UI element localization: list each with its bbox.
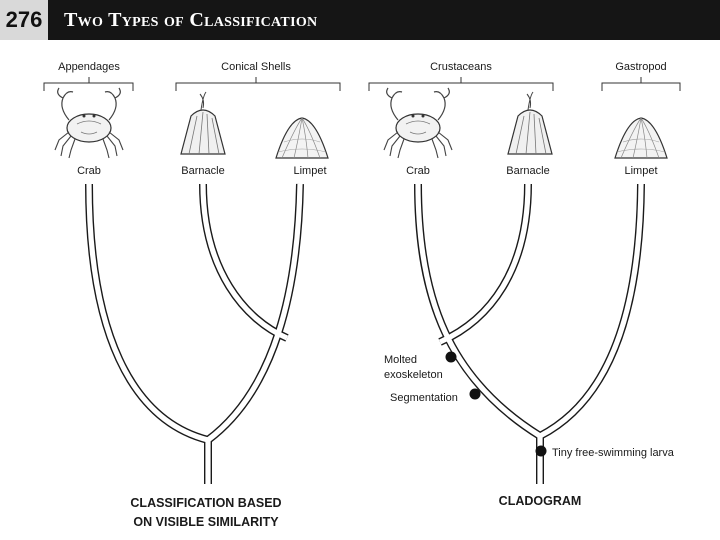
group-label-crustaceans: Crustaceans	[430, 61, 492, 73]
group-label-conical-shells: Conical Shells	[221, 61, 291, 73]
barnacle-icon	[507, 91, 553, 155]
bracket-conical-shells	[175, 77, 341, 91]
organism-label-limpet: Limpet	[293, 165, 326, 177]
crab-icon	[383, 87, 453, 159]
group-label-gastropod: Gastropod	[615, 61, 666, 73]
organism-label-barnacle: Barnacle	[181, 165, 224, 177]
limpet-icon	[614, 117, 668, 159]
left-tree-branches	[85, 183, 304, 484]
group-label-appendages: Appendages	[58, 61, 120, 73]
trait-label-molted-line1: Molted	[384, 354, 417, 366]
header-bar: 276 Two Types of Classification	[0, 0, 720, 40]
bracket-crustaceans	[368, 77, 554, 91]
trait-dot-icon	[445, 351, 457, 363]
bracket-appendages	[43, 77, 134, 91]
right-caption: CLADOGRAM	[499, 494, 582, 508]
limpet-icon	[275, 117, 329, 159]
trait-dot-icon	[535, 445, 547, 457]
trait-label-larva: Tiny free-swimming larva	[552, 447, 675, 459]
trait-label-segmentation: Segmentation	[390, 392, 458, 404]
trait-label-molted-line2: exoskeleton	[384, 369, 443, 381]
organism-label-barnacle-right: Barnacle	[506, 165, 549, 177]
organism-label-crab: Crab	[77, 165, 101, 177]
barnacle-icon	[180, 91, 226, 155]
trait-dot-icon	[469, 388, 481, 400]
organism-label-limpet-right: Limpet	[624, 165, 657, 177]
organism-label-crab-right: Crab	[406, 165, 430, 177]
left-caption-line1: CLASSIFICATION BASED	[130, 496, 281, 510]
left-caption-line2: ON VISIBLE SIMILARITY	[133, 515, 279, 529]
crab-icon	[54, 87, 124, 159]
bracket-gastropod	[601, 77, 681, 91]
page-title: Two Types of Classification	[64, 9, 318, 31]
cladogram-branches	[414, 183, 645, 484]
page-number: 276	[0, 0, 48, 40]
